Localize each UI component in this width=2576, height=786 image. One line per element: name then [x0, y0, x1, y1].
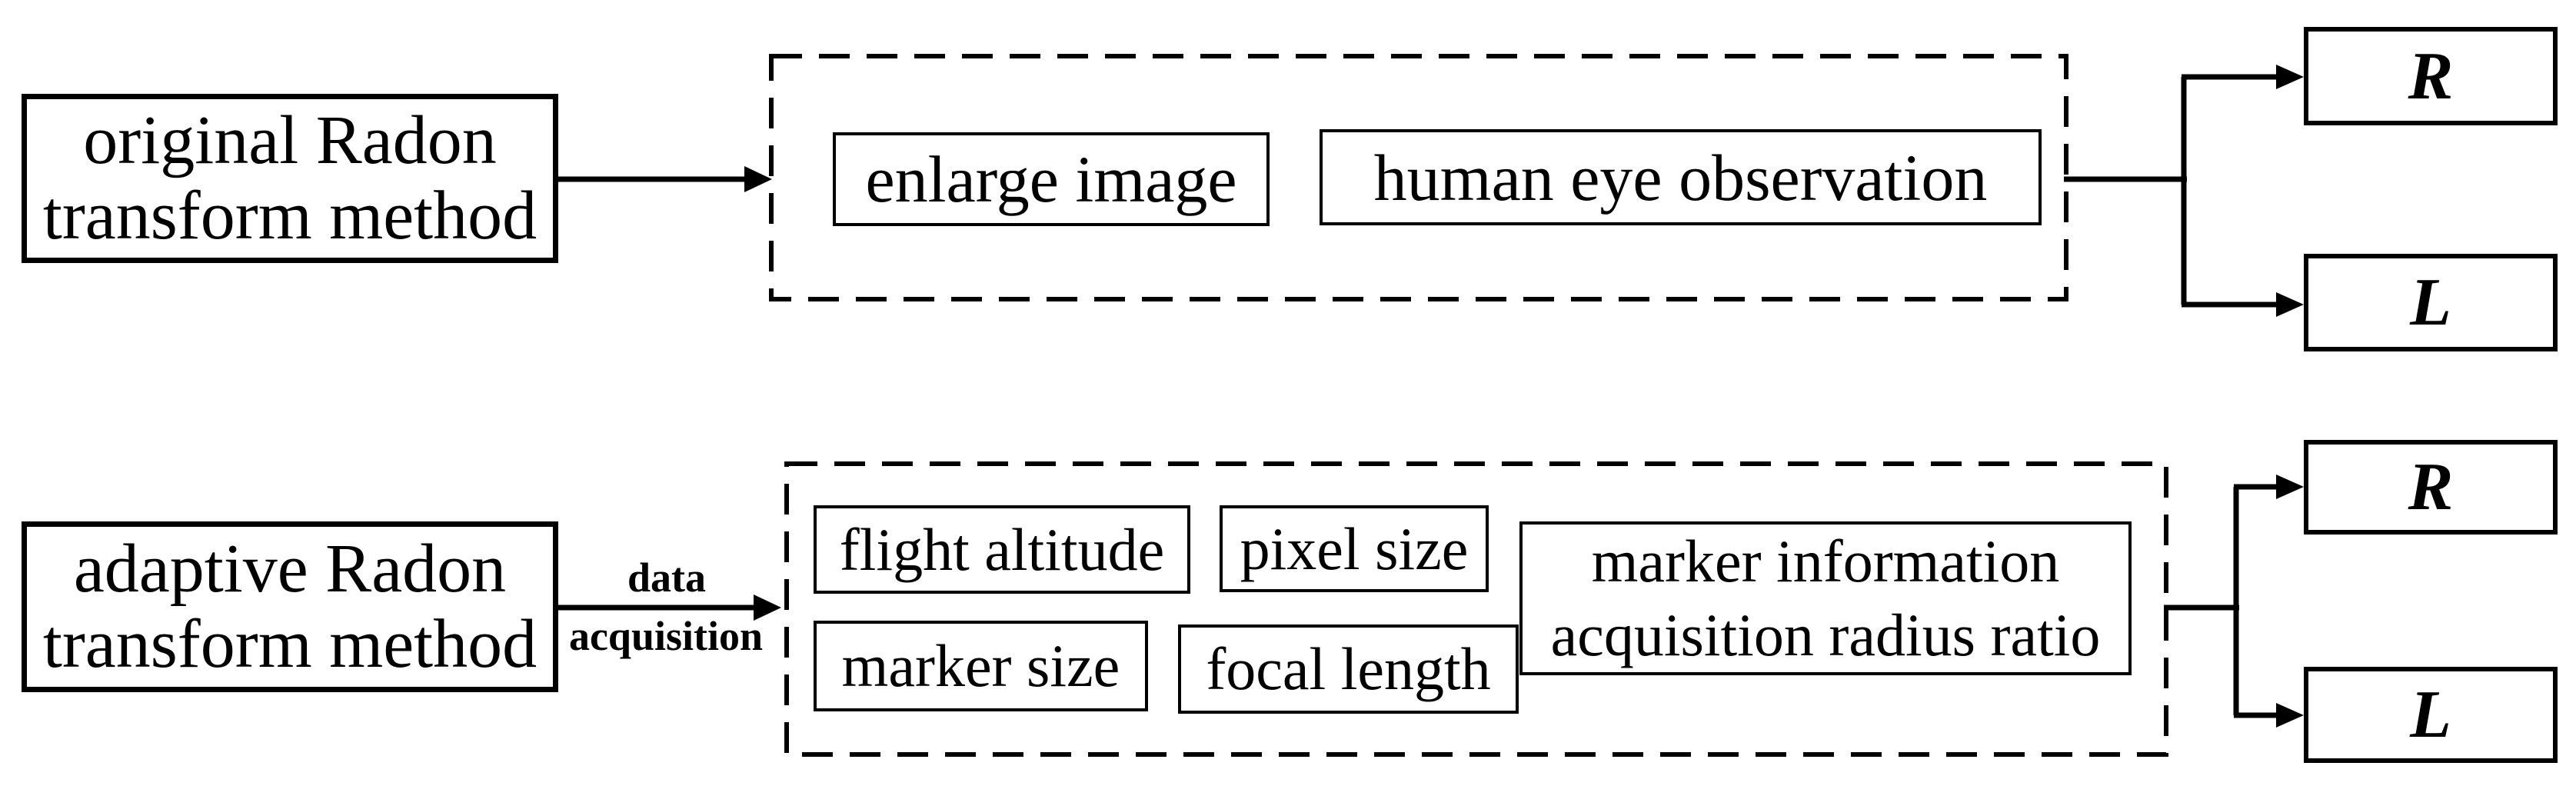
human-eye-observation-box: human eye observation [1320, 129, 2042, 225]
flight-altitude-box: flight altitude [814, 505, 1190, 594]
marker-information-radius-ratio-box: marker information acquisition radius ra… [1519, 521, 2132, 675]
output-l-top-box: L [2304, 254, 2558, 351]
marker-size-box: marker size [814, 621, 1148, 711]
arrowhead-right-icon [754, 594, 781, 621]
original-method-box: original Radon transform method [22, 94, 558, 263]
output-l-bottom-box: L [2304, 667, 2558, 763]
data-acquisition-label-bottom: acquisition [568, 613, 764, 659]
arrowhead-right-icon [2276, 475, 2304, 499]
enlarge-image-box: enlarge image [833, 132, 1270, 226]
arrowhead-right-icon [744, 166, 772, 192]
output-r-bottom-box: R [2304, 440, 2558, 535]
data-acquisition-label-top: data [627, 555, 706, 601]
output-r-top-box: R [2304, 27, 2558, 125]
pixel-size-box: pixel size [1220, 505, 1489, 592]
bottom-dashed-group-border [784, 461, 2168, 757]
top-dashed-group-border [769, 54, 2068, 301]
arrowhead-right-icon [2276, 703, 2304, 728]
arrowhead-right-icon [2276, 292, 2304, 317]
adaptive-method-box: adaptive Radon transform method [22, 521, 558, 692]
arrowhead-right-icon [2276, 65, 2304, 89]
focal-length-box: focal length [1178, 624, 1519, 714]
